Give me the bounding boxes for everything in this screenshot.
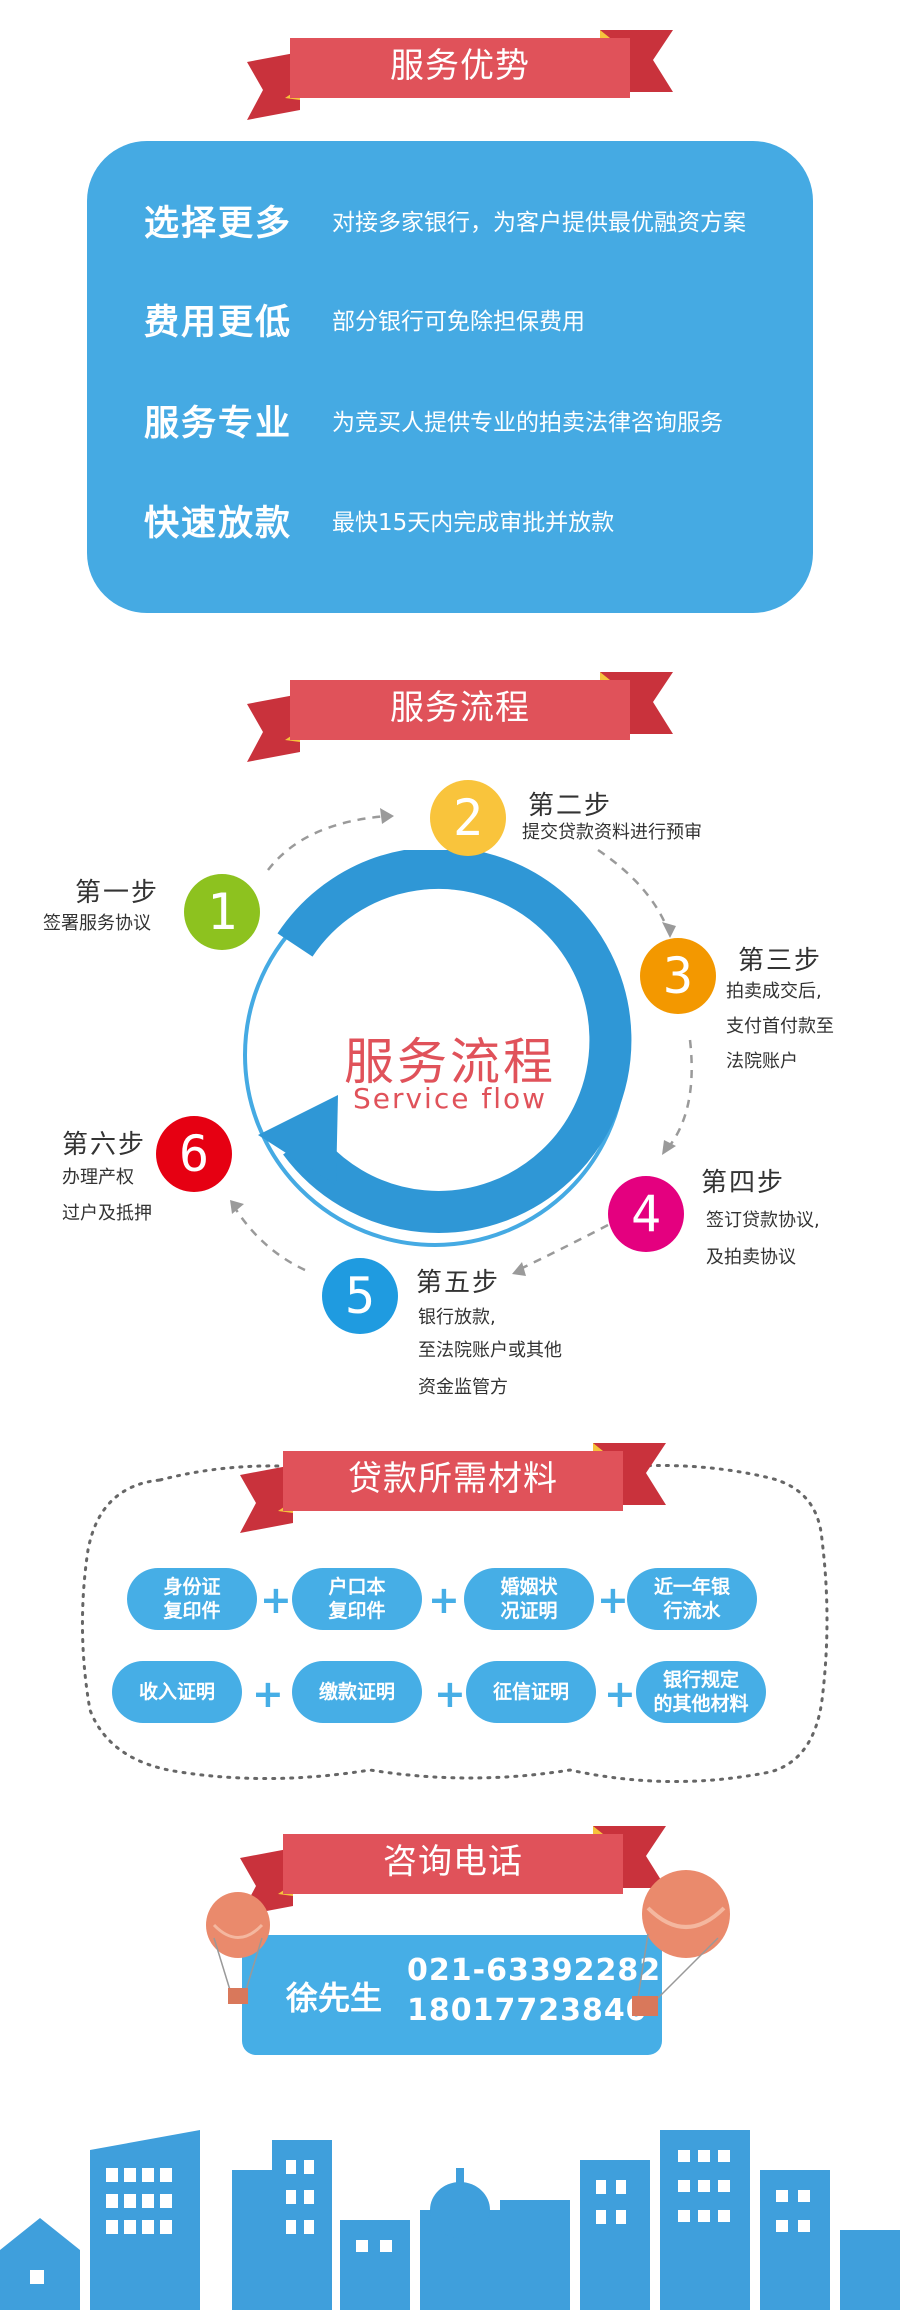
material-item: 婚姻状况证明	[464, 1568, 594, 1630]
advantage-desc: 最快15天内完成审批并放款	[332, 510, 615, 536]
contact-box: 徐先生 021-63392282 18017723840	[242, 1935, 662, 2055]
material-line: 银行规定	[662, 1669, 739, 1691]
advantage-row: 费用更低 部分银行可免除担保费用	[144, 289, 585, 349]
material-item: 收入证明	[112, 1661, 242, 1723]
process-heading: 服务流程	[390, 688, 530, 728]
cycle-graphic	[243, 850, 632, 1247]
material-line: 婚姻状	[500, 1576, 558, 1598]
material-line: 近一年银	[653, 1576, 730, 1598]
arrow-tip	[512, 1262, 526, 1276]
plus-icon: +	[252, 1672, 284, 1716]
ribbon-shape	[240, 1443, 666, 1533]
contact-name: 徐先生	[286, 1979, 383, 2017]
arrow-tip	[662, 922, 676, 938]
step-4-desc-line: 及拍卖协议	[706, 1247, 796, 1268]
advantage-desc: 对接多家银行，为客户提供最优融资方案	[332, 210, 746, 236]
step-6-title: 第六步	[62, 1130, 147, 1160]
advantage-row: 选择更多 对接多家银行，为客户提供最优融资方案	[144, 190, 746, 250]
materials-heading: 贷款所需材料	[348, 1459, 558, 1499]
step-5-title: 第五步	[416, 1268, 501, 1298]
advantage-row: 服务专业 为竞买人提供专业的拍卖法律咨询服务	[144, 390, 723, 450]
step-5-desc-line: 至法院账户或其他	[418, 1340, 562, 1361]
material-line: 况证明	[500, 1600, 558, 1622]
material-line: 身份证	[163, 1576, 221, 1598]
step-2-desc: 提交贷款资料进行预审	[522, 822, 702, 843]
step-1-badge: 1	[184, 874, 260, 950]
ribbon-shape	[247, 672, 673, 762]
material-line: 收入证明	[138, 1681, 215, 1703]
material-item: 身份证复印件	[127, 1568, 257, 1630]
cycle-arc	[277, 850, 632, 1233]
material-item: 缴款证明	[292, 1661, 422, 1723]
step-1-desc: 签署服务协议	[43, 913, 151, 934]
process-ribbon: 服务流程	[245, 672, 675, 762]
step-3-badge: 3	[640, 938, 716, 1014]
advantages-heading: 服务优势	[390, 46, 530, 86]
plus-icon: +	[260, 1578, 292, 1622]
advantage-title: 服务专业	[144, 403, 293, 444]
ribbon-shape	[240, 1826, 666, 1916]
advantage-row: 快速放款 最快15天内完成审批并放款	[144, 490, 614, 550]
process-center-subtitle: Service flow	[352, 1082, 548, 1115]
material-item: 银行规定的其他材料	[636, 1661, 766, 1723]
plus-icon: +	[428, 1578, 460, 1622]
contact-ribbon: 咨询电话	[238, 1826, 668, 1916]
plus-icon: +	[434, 1672, 466, 1716]
step-2-title: 第二步	[528, 791, 613, 821]
step-5-badge: 5	[322, 1258, 398, 1334]
step-connectors	[230, 808, 693, 1276]
step-3-desc-line: 法院账户	[726, 1051, 798, 1072]
step-5-desc-line: 资金监管方	[418, 1377, 508, 1398]
step-4-desc-line: 签订贷款协议,	[706, 1210, 820, 1231]
contact-heading: 咨询电话	[383, 1842, 523, 1882]
process-center-title: 服务流程	[344, 1033, 556, 1091]
city-skyline-illustration	[0, 2130, 900, 2310]
step-2-badge: 2	[430, 780, 506, 856]
balloon-right-icon	[632, 1870, 730, 2016]
step-4-badge: 4	[608, 1176, 684, 1252]
cycle-arrowhead	[258, 1095, 338, 1185]
step-3-desc-line: 拍卖成交后,	[726, 981, 822, 1002]
material-line: 行流水	[663, 1600, 721, 1622]
advantage-title: 快速放款	[144, 503, 293, 544]
arrow-tip	[662, 1140, 676, 1155]
material-item: 户口本复印件	[292, 1568, 422, 1630]
step-1-title: 第一步	[75, 878, 160, 908]
materials-dotted-cloud	[80, 1463, 829, 1784]
material-line: 征信证明	[492, 1681, 569, 1703]
step-3-title: 第三步	[738, 946, 823, 976]
arrow-tip	[380, 808, 394, 824]
advantage-desc: 部分银行可免除担保费用	[332, 309, 585, 335]
balloon-left-icon	[206, 1892, 270, 2004]
advantages-panel: 选择更多 对接多家银行，为客户提供最优融资方案 费用更低 部分银行可免除担保费用…	[87, 141, 813, 613]
step-5-desc-line: 银行放款,	[418, 1307, 496, 1328]
material-line: 复印件	[163, 1600, 221, 1622]
contact-phone-1[interactable]: 021-63392282	[407, 1953, 662, 1988]
step-6-badge: 6	[156, 1116, 232, 1192]
advantage-title: 费用更低	[144, 302, 293, 343]
arrow-tip	[230, 1200, 244, 1214]
plus-icon: +	[604, 1672, 636, 1716]
material-line: 户口本	[328, 1576, 386, 1598]
advantages-ribbon: 服务优势	[245, 30, 675, 120]
step-6-desc-line: 办理产权	[62, 1167, 134, 1188]
plus-icon: +	[597, 1578, 629, 1622]
material-line: 的其他材料	[653, 1693, 749, 1715]
ribbon-shape	[247, 30, 673, 120]
step-4-title: 第四步	[701, 1168, 786, 1198]
advantage-desc: 为竞买人提供专业的拍卖法律咨询服务	[332, 410, 723, 436]
materials-ribbon: 贷款所需材料	[238, 1443, 668, 1533]
material-line: 缴款证明	[318, 1681, 395, 1703]
contact-phone-2[interactable]: 18017723840	[407, 1993, 648, 2028]
material-line: 复印件	[328, 1600, 386, 1622]
advantage-title: 选择更多	[144, 203, 293, 244]
step-6-desc-line: 过户及抵押	[62, 1203, 152, 1224]
material-item: 近一年银行流水	[627, 1568, 757, 1630]
material-item: 征信证明	[466, 1661, 596, 1723]
step-3-desc-line: 支付首付款至	[726, 1016, 834, 1037]
